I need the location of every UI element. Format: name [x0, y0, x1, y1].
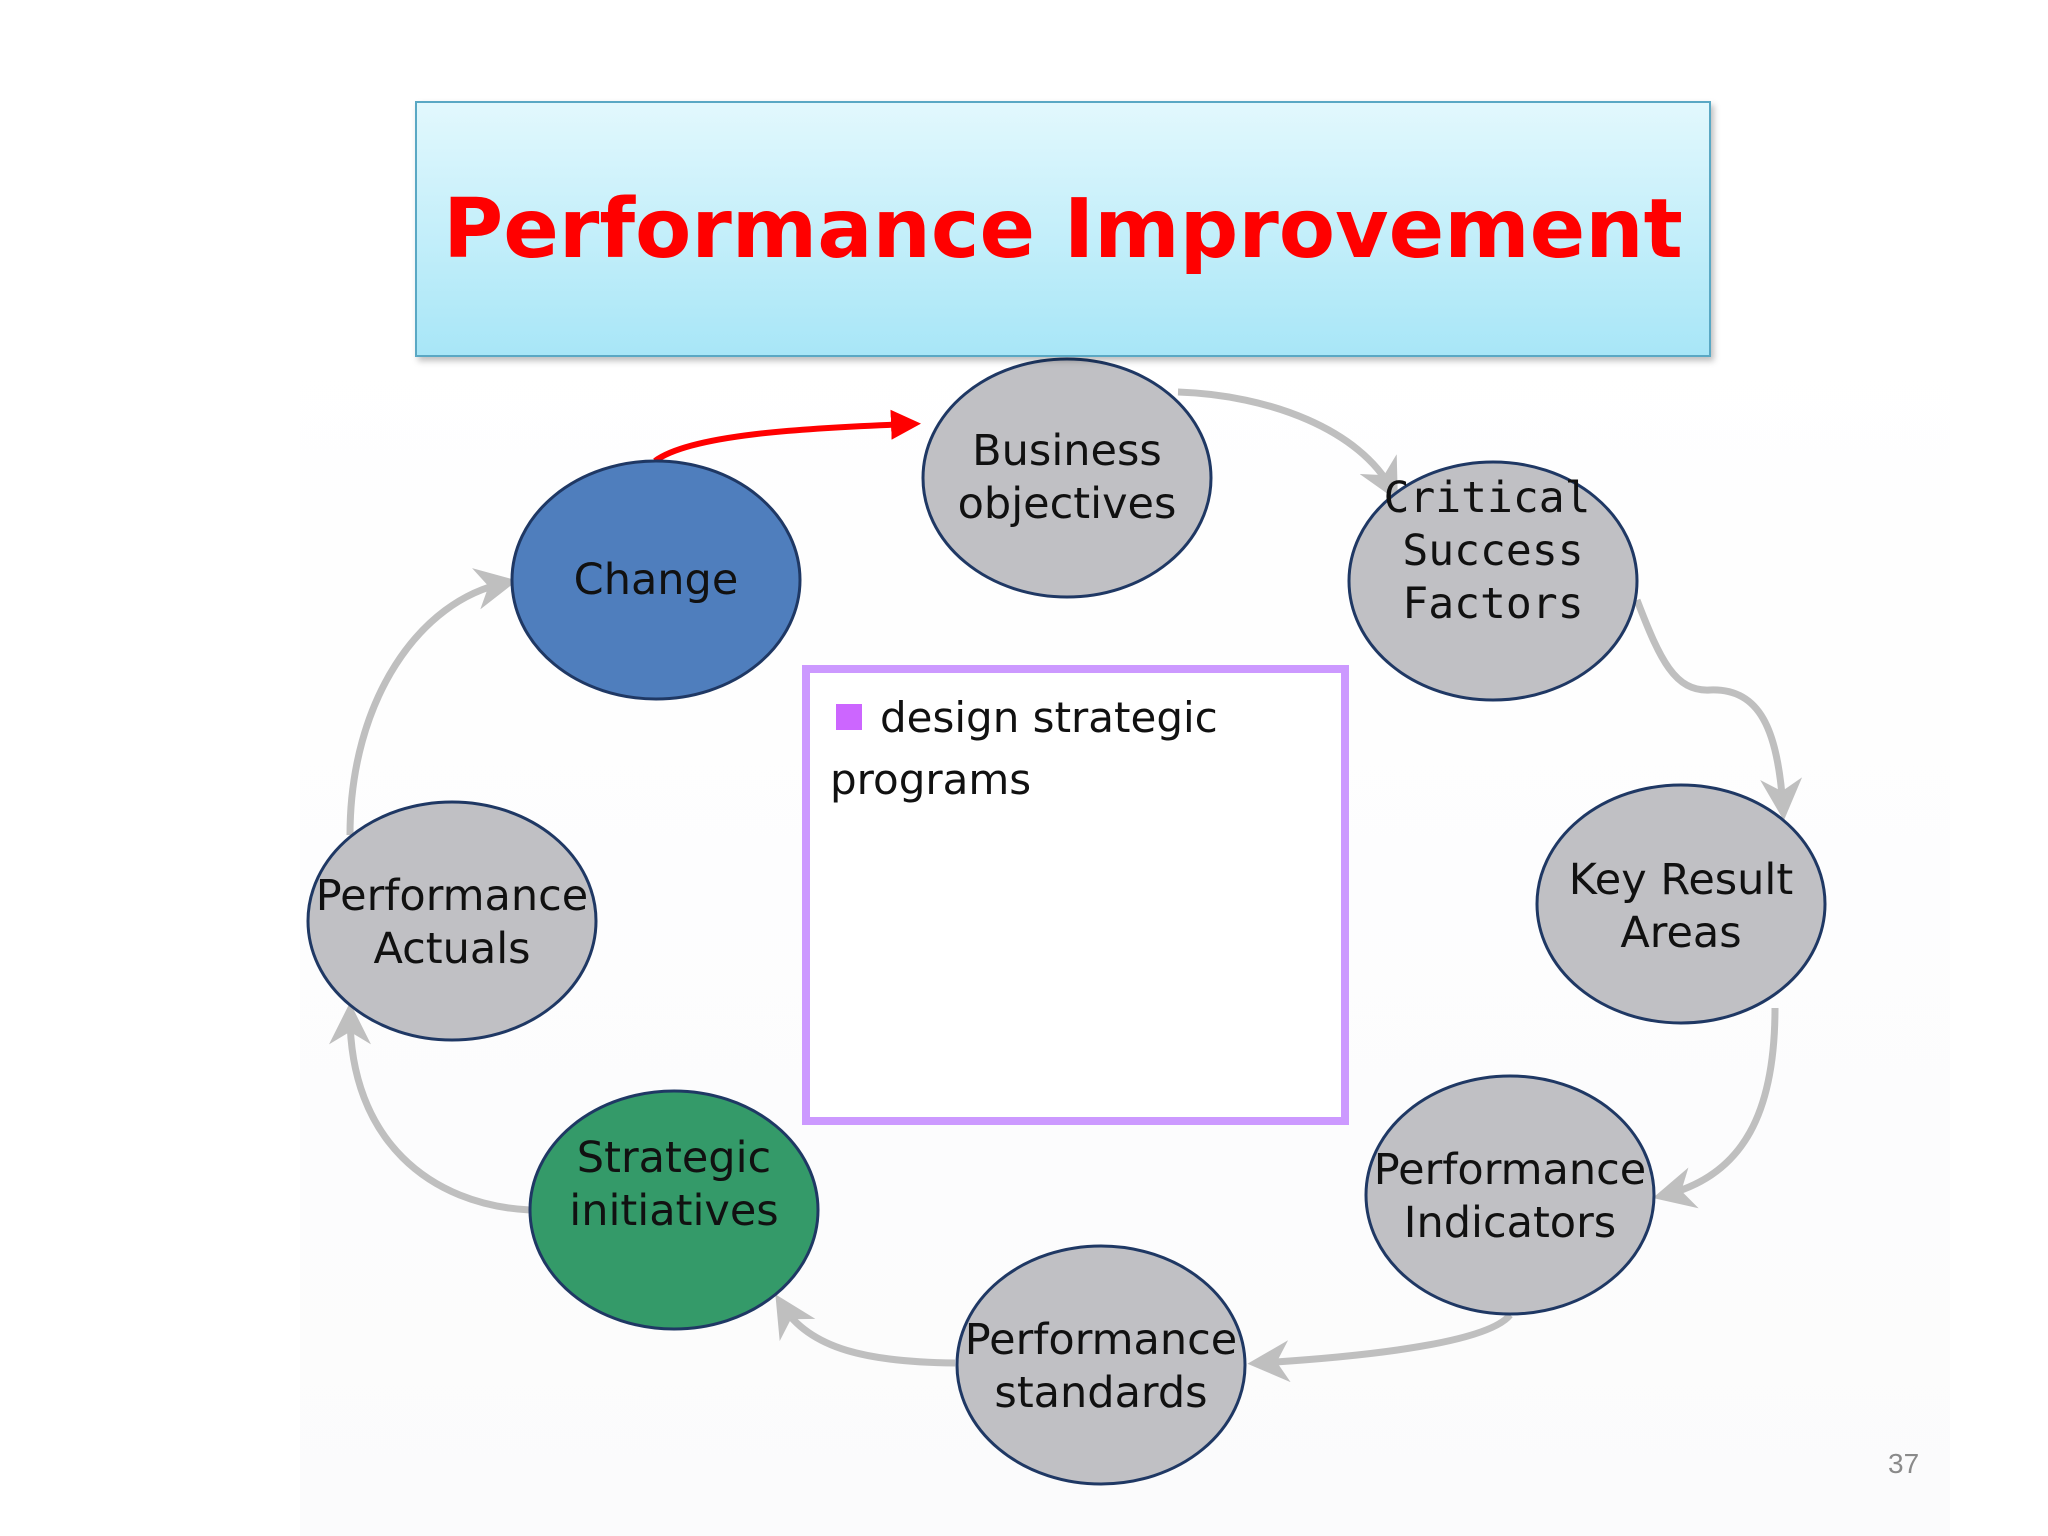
bullet-square-icon: [836, 704, 862, 730]
edge-strategic-initiatives-to-performance-actuals: [329, 1002, 531, 1214]
note-bullet-line-2: programs: [830, 755, 1032, 804]
node-performance-actuals: [306, 800, 598, 1042]
node-business-objectives: [921, 357, 1213, 599]
strategy-note-box: design strategic programs: [802, 665, 1349, 1125]
edge-change-to-business-objectives: [653, 409, 921, 464]
note-bullet-line-1: design strategic: [880, 693, 1218, 742]
edge-key-result-areas-to-performance-indicators: [1652, 1007, 1779, 1209]
node-performance-standards: [955, 1244, 1247, 1486]
edge-critical-success-factors-to-key-result-areas: [1633, 598, 1803, 821]
page-title: Performance Improvement: [443, 181, 1683, 277]
edge-business-objectives-to-critical-success-factors: [1177, 388, 1398, 502]
node-key-result-areas: [1535, 783, 1827, 1025]
edge-performance-actuals-to-change: [346, 568, 518, 836]
node-critical-success-factors: [1347, 460, 1639, 702]
node-change: [510, 459, 802, 701]
slide-page-number: 37: [1888, 1448, 1920, 1479]
node-strategic-initiatives: [528, 1089, 820, 1331]
node-performance-indicators: [1364, 1074, 1656, 1316]
edge-performance-indicators-to-performance-standards: [1247, 1312, 1513, 1383]
title-banner: Performance Improvement: [415, 101, 1711, 357]
note-text: design strategic programs: [830, 687, 1330, 811]
edge-performance-standards-to-strategic-initiatives: [775, 1294, 956, 1367]
